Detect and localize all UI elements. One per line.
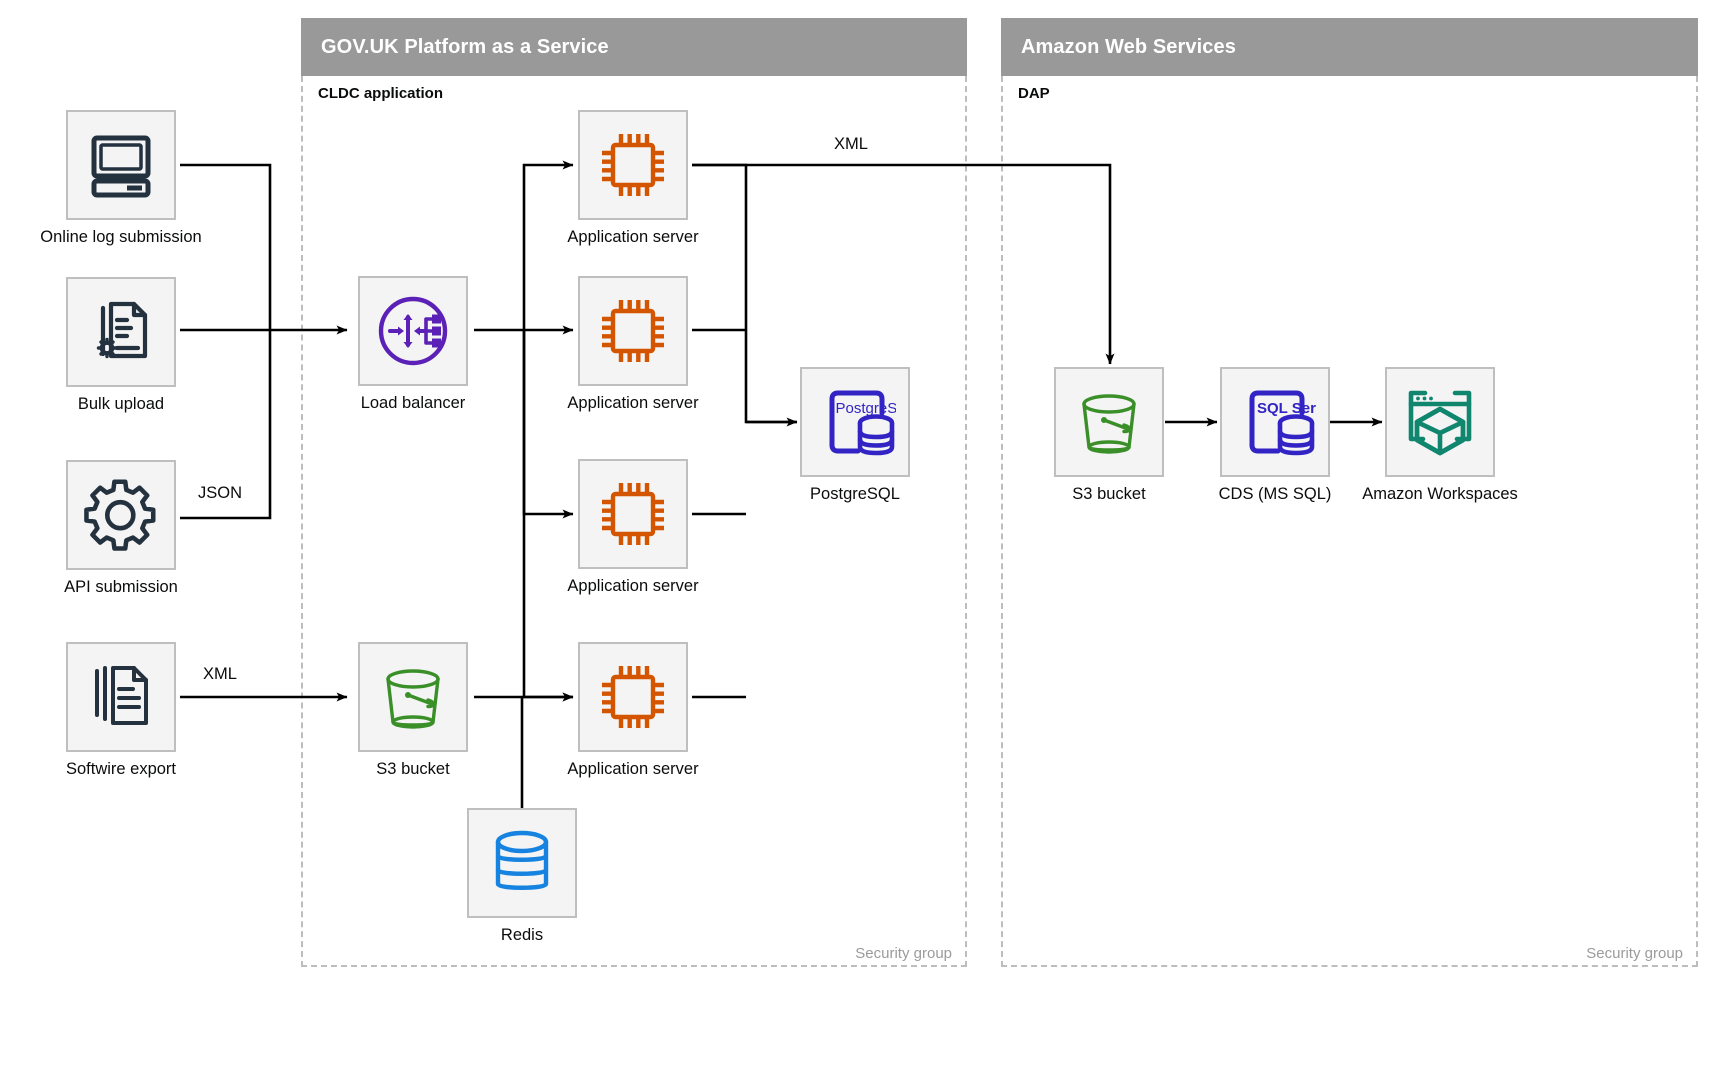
cpu-chip-icon bbox=[596, 128, 670, 202]
workspaces-cube-icon bbox=[1401, 383, 1479, 461]
node-postgresql-label: PostgreSQL bbox=[810, 485, 900, 503]
cpu-chip-icon bbox=[596, 660, 670, 734]
svg-text:PostgreSQL: PostgreSQL bbox=[836, 400, 897, 417]
load-balancer-icon bbox=[374, 292, 452, 370]
node-s3-bucket-paas-box[interactable] bbox=[358, 642, 468, 752]
node-redis[interactable]: Redis bbox=[467, 808, 577, 944]
documents-stack-icon bbox=[85, 661, 157, 733]
node-bulk-upload[interactable]: Bulk upload bbox=[66, 277, 176, 413]
edge-label-xml-softwire: XML bbox=[203, 665, 237, 683]
gear-icon bbox=[84, 478, 158, 552]
node-s3-bucket-aws-box[interactable] bbox=[1054, 367, 1164, 477]
node-bulk-upload-box[interactable] bbox=[66, 277, 176, 387]
desktop-computer-icon bbox=[85, 129, 157, 201]
cpu-chip-icon bbox=[596, 294, 670, 368]
node-app-server-2-label: Application server bbox=[567, 394, 699, 412]
node-s3-bucket-aws-label: S3 bucket bbox=[1072, 485, 1146, 503]
node-app-server-2[interactable]: Application server bbox=[567, 276, 699, 412]
group-band-paas-title: GOV.UK Platform as a Service bbox=[321, 35, 609, 58]
node-s3-bucket-paas-label: S3 bucket bbox=[376, 760, 450, 778]
inner-title-cldc: CLDC application bbox=[318, 85, 444, 102]
cpu-chip-icon bbox=[596, 477, 670, 551]
node-app-server-4[interactable]: Application server bbox=[567, 642, 699, 778]
node-postgresql-box[interactable]: PostgreSQL bbox=[800, 367, 910, 477]
node-redis-box[interactable] bbox=[467, 808, 577, 918]
node-api-submission[interactable]: API submission bbox=[64, 460, 178, 596]
edge-label-xml-dap: XML bbox=[834, 135, 868, 153]
node-app-server-4-label: Application server bbox=[567, 760, 699, 778]
node-redis-label: Redis bbox=[500, 926, 544, 944]
s3-bucket-icon bbox=[1071, 384, 1147, 460]
node-cds-ms-sql[interactable]: SQL Server CDS (MS SQL) bbox=[1219, 367, 1331, 503]
node-app-server-1-label: Application server bbox=[567, 228, 699, 246]
sql-server-icon: SQL Server bbox=[1234, 381, 1316, 463]
node-cds-ms-sql-label: CDS (MS SQL) bbox=[1218, 485, 1332, 503]
node-cds-ms-sql-box[interactable]: SQL Server bbox=[1220, 367, 1330, 477]
node-online-log-submission-label: Online log submission bbox=[40, 228, 202, 246]
security-group-label-aws: Security group bbox=[1586, 945, 1683, 962]
node-load-balancer-box[interactable] bbox=[358, 276, 468, 386]
node-app-server-1-box[interactable] bbox=[578, 110, 688, 220]
node-load-balancer[interactable]: Load balancer bbox=[358, 276, 468, 412]
node-app-server-3[interactable]: Application server bbox=[567, 459, 699, 595]
node-app-server-2-box[interactable] bbox=[578, 276, 688, 386]
node-load-balancer-label: Load balancer bbox=[360, 394, 466, 412]
group-dashed-paas bbox=[301, 76, 967, 967]
security-group-label-paas: Security group bbox=[855, 945, 952, 962]
group-dashed-aws bbox=[1001, 76, 1698, 967]
node-s3-bucket-aws[interactable]: S3 bucket bbox=[1054, 367, 1164, 503]
node-online-log-submission-box[interactable] bbox=[66, 110, 176, 220]
node-app-server-3-box[interactable] bbox=[578, 459, 688, 569]
node-amazon-workspaces-box[interactable] bbox=[1385, 367, 1495, 477]
edge-online-log-to-lb bbox=[180, 163, 272, 330]
node-app-server-3-label: Application server bbox=[567, 577, 699, 595]
postgresql-icon: PostgreSQL bbox=[814, 381, 896, 463]
node-app-server-1[interactable]: Application server bbox=[567, 110, 699, 246]
document-gear-icon bbox=[85, 296, 157, 368]
node-softwire-export-label: Softwire export bbox=[65, 760, 177, 778]
node-api-submission-box[interactable] bbox=[66, 460, 176, 570]
database-cylinder-icon bbox=[491, 829, 553, 897]
group-band-aws: Amazon Web Services bbox=[1001, 18, 1698, 76]
group-band-paas: GOV.UK Platform as a Service bbox=[301, 18, 967, 76]
node-bulk-upload-label: Bulk upload bbox=[77, 395, 165, 413]
group-band-aws-title: Amazon Web Services bbox=[1021, 35, 1236, 58]
node-amazon-workspaces-label: Amazon Workspaces bbox=[1362, 485, 1518, 503]
node-app-server-4-box[interactable] bbox=[578, 642, 688, 752]
node-api-submission-label: API submission bbox=[64, 578, 178, 596]
edge-label-json: JSON bbox=[197, 484, 243, 502]
s3-bucket-icon bbox=[375, 659, 451, 735]
node-softwire-export-box[interactable] bbox=[66, 642, 176, 752]
node-softwire-export[interactable]: Softwire export bbox=[66, 642, 176, 778]
inner-title-dap: DAP bbox=[1018, 85, 1050, 102]
node-postgresql[interactable]: PostgreSQL PostgreSQL bbox=[800, 367, 910, 503]
svg-text:SQL Server: SQL Server bbox=[1257, 400, 1316, 417]
node-amazon-workspaces[interactable]: Amazon Workspaces bbox=[1362, 367, 1518, 503]
node-online-log-submission[interactable]: Online log submission bbox=[40, 110, 202, 246]
node-s3-bucket-paas[interactable]: S3 bucket bbox=[358, 642, 468, 778]
